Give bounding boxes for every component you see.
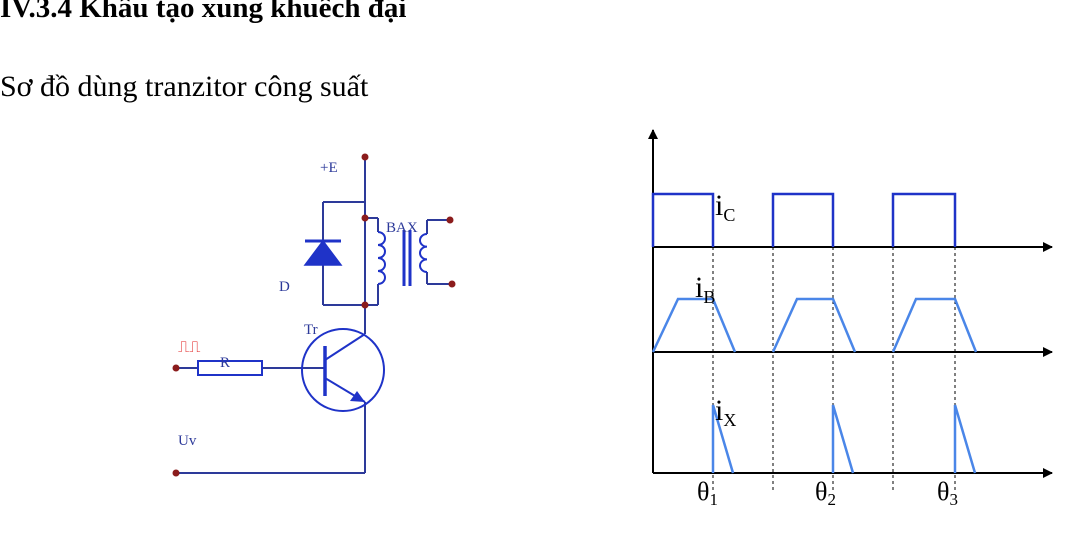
transistor-label: Tr — [304, 322, 318, 338]
ix-pulse — [711, 404, 735, 474]
transformer-label: BAX — [386, 220, 418, 236]
terminal-dot — [172, 364, 180, 372]
ic-label: iC — [715, 189, 735, 225]
theta-label-2: θ2 — [815, 477, 836, 509]
ic-pulse — [771, 192, 835, 247]
section-heading: IV.3.4 Khâu tạo xung khuếch đại — [0, 0, 407, 24]
diode-triangle — [303, 239, 343, 266]
terminal-dot — [361, 153, 369, 161]
theta-main: θ — [697, 477, 709, 506]
transformer-secondary-coil — [419, 233, 428, 273]
diode-symbol — [303, 239, 343, 266]
ib-label: iB — [695, 271, 715, 307]
terminal-dot — [172, 469, 180, 477]
ic-label-sub: C — [723, 205, 735, 225]
ib-pulse — [771, 297, 857, 353]
ib-label-main: i — [695, 271, 703, 304]
diode-label: D — [279, 279, 290, 295]
ib-label-sub: B — [703, 287, 715, 307]
ib-waveform — [651, 297, 978, 353]
resistor — [197, 360, 263, 376]
ix-waveform — [711, 404, 977, 474]
ix-label-main: i — [715, 394, 723, 427]
terminal-dot — [361, 301, 369, 309]
theta-label-1: θ1 — [697, 477, 718, 509]
transformer-primary-coil — [377, 231, 386, 285]
section-subheading: Sơ đồ dùng tranzitor công suất — [0, 70, 369, 103]
transistor-emitter-arrow — [350, 391, 365, 402]
transistor-collector — [324, 333, 366, 361]
ic-pulse — [891, 192, 957, 247]
input-label: Uv — [178, 433, 197, 449]
ix-label: iX — [715, 394, 736, 430]
ix-pulse — [953, 404, 977, 474]
ic-label-main: i — [715, 189, 723, 222]
theta-sub: 3 — [949, 490, 958, 509]
terminal-dot — [448, 280, 456, 288]
terminal-dot — [361, 214, 369, 222]
terminals — [172, 153, 456, 477]
guide-lines — [712, 247, 956, 490]
supply-label: +E — [320, 160, 338, 176]
transformer-symbol — [377, 230, 428, 286]
ix-pulse — [831, 404, 855, 474]
ic-waveform — [651, 192, 957, 247]
ib-pulse — [891, 297, 978, 353]
theta-main: θ — [815, 477, 827, 506]
ib-pulse — [651, 297, 737, 353]
resistor-label: R — [220, 355, 230, 371]
circuit-diagram — [176, 157, 452, 474]
transistor-body — [301, 328, 385, 412]
pulse-icon: ⎍⎍ — [178, 337, 200, 356]
ix-label-sub: X — [723, 410, 736, 430]
theta-sub: 1 — [709, 490, 718, 509]
theta-sub: 2 — [827, 490, 836, 509]
ic-pulse — [651, 192, 715, 247]
theta-label-3: θ3 — [937, 477, 958, 509]
theta-main: θ — [937, 477, 949, 506]
transistor-symbol — [301, 328, 385, 412]
terminal-dot — [446, 216, 454, 224]
